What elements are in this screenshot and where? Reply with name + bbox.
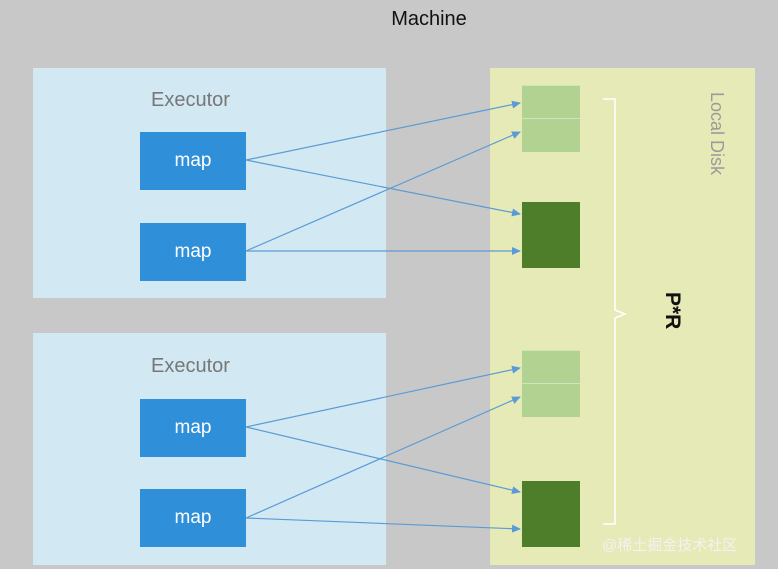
disk-block-light-1a [522,85,580,118]
local-disk-label: Local Disk [707,92,727,176]
arrow-map3-to-dark2 [245,426,521,495]
disk-block-light-1b [522,118,580,152]
map-box-4: map [140,489,246,547]
pr-label: P*R [661,292,684,330]
map-box-1: map [140,132,246,190]
disk-block-light-2a [522,350,580,383]
arrow-map2-to-light1 [245,131,521,252]
arrow-map4-to-light2 [245,396,521,519]
machine-title: Machine [391,8,467,30]
pr-brace [603,98,628,525]
arrow-map1-to-light1 [245,100,521,161]
arrow-map1-to-dark1 [245,159,521,217]
arrow-map3-to-light2 [245,365,521,428]
map-box-2: map [140,223,246,281]
executor-label-1: Executor [151,89,230,111]
disk-block-dark-1 [522,202,580,268]
disk-block-light-2b [522,383,580,417]
map-box-3: map [140,399,246,457]
arrow-map4-to-dark2 [245,517,521,533]
watermark: @稀土掘金技术社区 [602,537,738,554]
executor-label-2: Executor [151,355,230,377]
disk-block-dark-2 [522,481,580,547]
